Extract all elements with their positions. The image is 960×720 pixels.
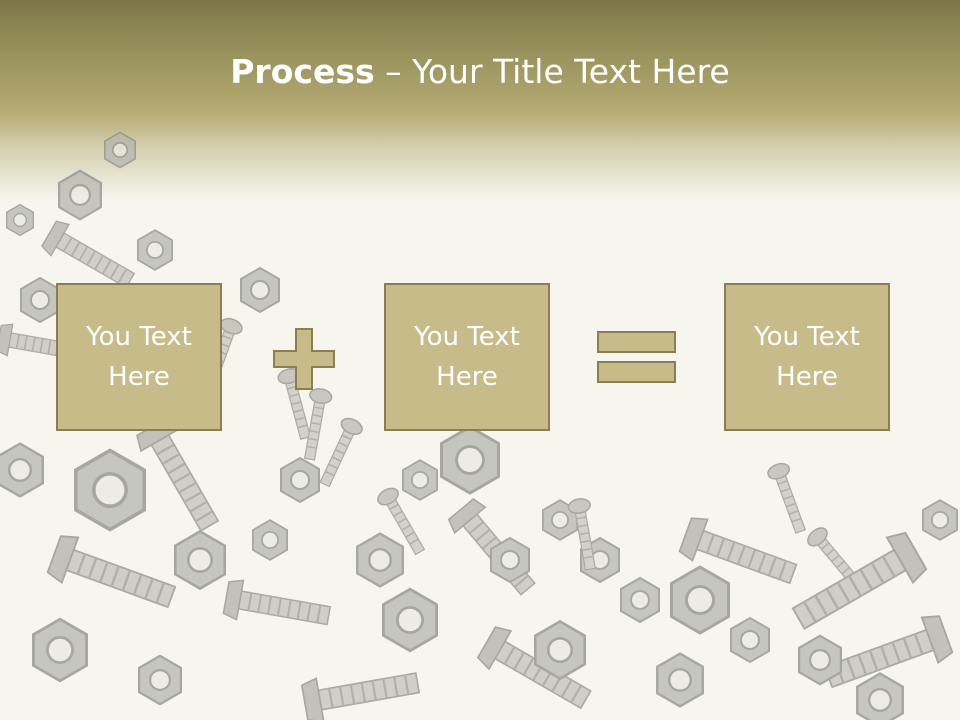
title-band <box>0 0 960 200</box>
title-bold: Process <box>230 52 375 91</box>
process-box-3[interactable]: You Text Here <box>724 283 890 431</box>
process-box-1[interactable]: You Text Here <box>56 283 222 431</box>
title-rest: – Your Title Text Here <box>374 52 730 91</box>
slide-title: Process – Your Title Text Here <box>0 52 960 91</box>
process-box-1-text: You Text Here <box>86 322 192 392</box>
process-box-2-text: You Text Here <box>414 322 520 392</box>
process-box-3-text: You Text Here <box>754 322 860 392</box>
process-box-2[interactable]: You Text Here <box>384 283 550 431</box>
